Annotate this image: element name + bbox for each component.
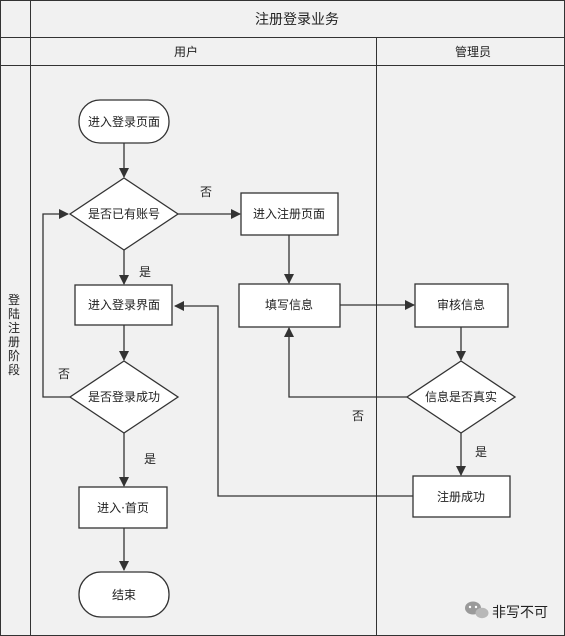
phase-char-5: 阶 xyxy=(8,349,20,363)
phase-label: 登 陆 注 册 阶 段 xyxy=(8,292,20,377)
node-fill-info: 填写信息 xyxy=(265,297,313,312)
node-has-account: 是否已有账号 xyxy=(88,207,160,221)
edge-info-false xyxy=(284,327,407,398)
node-enter-home-shape xyxy=(78,486,168,529)
node-labels: 进入登录页面 是否已有账号 进入注册页面 进入登录界面 填写信息 审核信息 是否… xyxy=(88,114,497,602)
edge-label-info-ok: 是 xyxy=(475,445,487,459)
phase-char-4: 册 xyxy=(8,335,20,349)
node-login-screen-shape xyxy=(74,284,173,326)
lane-label-user: 用户 xyxy=(174,44,198,59)
node-enter-register: 进入注册页面 xyxy=(253,206,325,221)
phase-char-3: 注 xyxy=(8,320,20,335)
edge-login-fail-loop xyxy=(42,209,70,398)
nodes xyxy=(68,99,517,618)
node-enter-login-shape xyxy=(78,99,170,144)
node-enter-register-shape xyxy=(240,192,339,236)
watermark: 非写不可 xyxy=(465,601,548,621)
node-login-success: 是否登录成功 xyxy=(88,389,160,404)
node-login-screen: 进入登录界面 xyxy=(88,297,160,312)
edge-label-no-account: 否 xyxy=(200,185,212,199)
node-register-success-shape xyxy=(412,475,511,518)
node-login-success-shape xyxy=(68,360,180,434)
node-end-shape xyxy=(78,571,170,618)
node-fill-info-shape xyxy=(238,283,341,328)
node-has-account-shape xyxy=(68,177,180,251)
node-register-success: 注册成功 xyxy=(437,489,485,504)
node-info-true-shape xyxy=(405,360,517,434)
node-review-info: 审核信息 xyxy=(437,297,485,312)
phase-char-1: 登 xyxy=(8,292,20,307)
diagram-title: 注册登录业务 xyxy=(255,12,339,28)
edges xyxy=(42,143,466,571)
edge-register-success-back xyxy=(174,301,413,497)
node-review-info-shape xyxy=(414,283,509,328)
node-enter-home: 进入·首页 xyxy=(97,501,149,515)
edge-label-login-fail: 否 xyxy=(58,367,70,381)
phase-char-2: 陆 xyxy=(8,306,20,321)
edge-label-info-false: 否 xyxy=(352,409,364,423)
watermark-text: 非写不可 xyxy=(492,605,548,621)
phase-char-6: 段 xyxy=(8,362,20,377)
node-info-true: 信息是否真实 xyxy=(425,389,497,404)
node-end: 结束 xyxy=(112,588,136,602)
edge-label-yes-account: 是 xyxy=(139,265,151,279)
edge-label-login-ok: 是 xyxy=(144,452,156,466)
lane-label-admin: 管理员 xyxy=(455,44,491,59)
chat-logo-icon xyxy=(465,601,489,619)
node-enter-login: 进入登录页面 xyxy=(88,114,160,129)
edge-labels: 否 是 否 是 否 是 xyxy=(58,185,487,466)
